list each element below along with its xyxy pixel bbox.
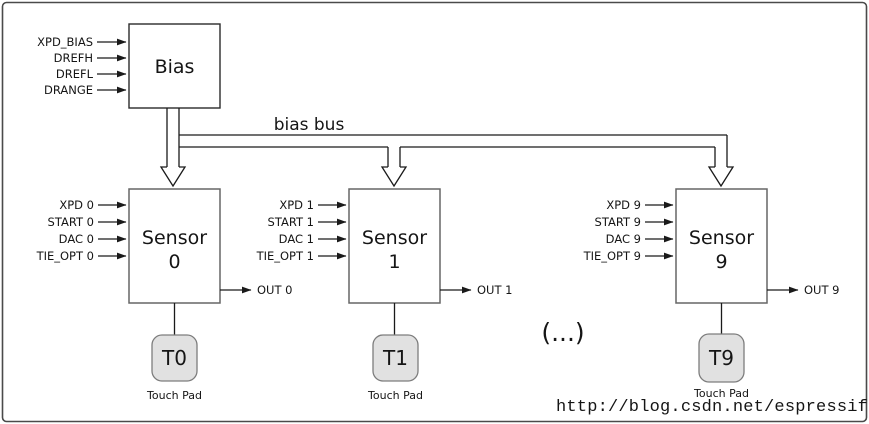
touch-pad-caption: Touch Pad <box>367 389 423 402</box>
bias-block-title: Bias <box>155 56 195 78</box>
touch-pad <box>151 334 198 382</box>
sensor-number: 9 <box>715 251 727 273</box>
bias-bus-group: bias bus <box>159 108 735 188</box>
sensor-block <box>675 188 768 304</box>
bias-input-label: XPD_BIAS <box>37 35 93 49</box>
bias-input-label: DRANGE <box>44 83 93 97</box>
sensor-input-label: DAC 0 <box>59 232 94 246</box>
bus-drop <box>714 135 728 167</box>
sensor-output-label: OUT 0 <box>257 283 292 297</box>
bias-input-label: DREFL <box>56 67 94 81</box>
touch-pad <box>698 333 745 383</box>
sensor-input-label: START 1 <box>268 215 314 229</box>
sensor-output-label: OUT 9 <box>804 283 839 297</box>
sensor-input-label: START 9 <box>595 215 641 229</box>
sensor-input-label: TIE_OPT 1 <box>256 249 314 263</box>
sensor-output-label: OUT 1 <box>477 283 512 297</box>
sensor-9-group: Sensor 9 XPD 9 START 9 DAC 9 TIE_OPT 9 O… <box>583 188 839 400</box>
bias-block <box>128 23 221 109</box>
watermark-text: http://blog.csdn.net/espressif <box>556 398 868 417</box>
sensor-title: Sensor <box>689 227 754 249</box>
sensor-input-label: DAC 1 <box>279 232 314 246</box>
touch-pad-caption: Touch Pad <box>693 387 749 400</box>
touch-pad-title: T1 <box>382 346 408 370</box>
bus-arrowhead <box>159 166 187 188</box>
sensor-0-group: Sensor 0 XPD 0 START 0 DAC 0 TIE_OPT 0 O… <box>36 188 292 402</box>
touch-pad-title: T0 <box>161 346 187 370</box>
sensor-title: Sensor <box>362 227 427 249</box>
bias-block-group: Bias XPD_BIAS DREFH DREFL DRANGE <box>37 23 221 109</box>
touch-pad-title: T9 <box>708 346 734 370</box>
sensor-input-label: XPD 1 <box>279 198 314 212</box>
bias-bus-label: bias bus <box>274 115 345 135</box>
sensor-number: 1 <box>388 251 400 273</box>
sensor-block <box>128 188 221 304</box>
sensor-input-label: TIE_OPT 9 <box>583 249 641 263</box>
sensor-number: 0 <box>168 251 180 273</box>
bus-drop <box>387 147 401 167</box>
sensor-input-label: XPD 0 <box>59 198 94 212</box>
touch-pad <box>372 334 419 382</box>
bus-arrowhead <box>380 166 408 188</box>
sensor-title: Sensor <box>142 227 207 249</box>
touch-pad-caption: Touch Pad <box>146 389 202 402</box>
sensor-block <box>348 188 441 304</box>
ellipsis-label: (...) <box>541 318 584 347</box>
bias-input-label: DREFH <box>54 51 93 65</box>
sensor-input-label: TIE_OPT 0 <box>36 249 94 263</box>
sensor-1-group: Sensor 1 XPD 1 START 1 DAC 1 TIE_OPT 1 O… <box>256 188 512 402</box>
sensor-input-label: XPD 9 <box>606 198 641 212</box>
sensor-input-label: DAC 9 <box>606 232 641 246</box>
bus-arrowhead <box>707 166 735 188</box>
sensor-input-label: START 0 <box>48 215 94 229</box>
